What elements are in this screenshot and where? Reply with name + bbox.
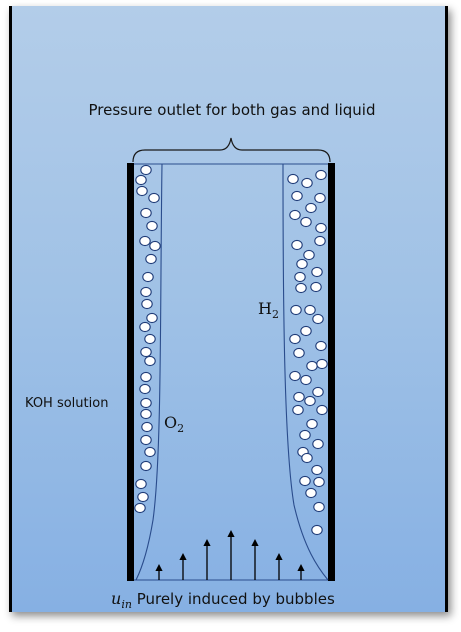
h2-bubble — [311, 524, 323, 536]
o2-bubble — [137, 491, 149, 503]
h2-bubble — [311, 464, 323, 476]
o2-bubble — [134, 502, 146, 514]
h2-bubble — [316, 358, 328, 370]
o2-bubble — [141, 421, 153, 433]
o2-bubble — [140, 207, 152, 219]
h2-label: H2 — [258, 299, 279, 321]
o2-bubble — [146, 312, 158, 324]
o2-plume-boundary — [135, 163, 163, 581]
o2-bubble — [145, 253, 157, 265]
h2-bubble — [312, 438, 324, 450]
h2-bubble — [305, 202, 317, 214]
h2-bubble — [300, 216, 312, 228]
o2-bubble — [140, 434, 152, 446]
outlet-brace — [132, 137, 331, 163]
h2-bubble — [300, 374, 312, 386]
h2-bubble — [301, 452, 313, 464]
o2-bubble — [135, 174, 147, 186]
h2-bubble — [289, 333, 301, 345]
o2-bubble — [149, 240, 161, 252]
h2-bubble — [314, 192, 326, 204]
o2-bubble — [142, 271, 154, 283]
o2-bubble — [139, 321, 151, 333]
outlet-label: Pressure outlet for both gas and liquid — [88, 101, 375, 119]
h2-bubble — [312, 386, 324, 398]
o2-bubble — [148, 192, 160, 204]
left-electrode — [127, 163, 134, 581]
h2-bubble — [315, 169, 327, 181]
o2-bubble — [140, 286, 152, 298]
o2-bubble — [140, 397, 152, 409]
inlet-label: uin Purely induced by bubbles — [111, 589, 335, 611]
h2-bubble — [312, 313, 324, 325]
h2-bubble — [305, 487, 317, 499]
h2-bubble — [299, 475, 311, 487]
h2-bubble — [289, 370, 301, 382]
h2-bubble — [303, 249, 315, 261]
o2-bubble — [144, 333, 156, 345]
h2-bubble — [289, 209, 301, 221]
h2-plume-boundary — [282, 163, 329, 581]
h2-bubble — [314, 235, 326, 247]
inlet-arrow-head — [227, 530, 235, 537]
o2-bubble — [140, 460, 152, 472]
h2-bubble — [296, 258, 308, 270]
h2-bubble — [291, 239, 303, 251]
h2-bubble — [300, 325, 312, 337]
o2-bubble — [140, 164, 152, 176]
h2-bubble — [301, 177, 313, 189]
o2-bubble — [141, 298, 153, 310]
o2-bubble — [136, 185, 148, 197]
h2-bubble — [292, 404, 304, 416]
h2-bubble — [299, 429, 311, 441]
right-electrode — [328, 163, 335, 581]
o2-bubble — [140, 346, 152, 358]
o2-bubble — [135, 478, 147, 490]
inlet-arrow-head — [275, 553, 283, 560]
h2-bubble — [293, 391, 305, 403]
o2-label: O2 — [164, 413, 184, 435]
h2-bubble — [311, 266, 323, 278]
o2-bubble — [140, 408, 152, 420]
h2-bubble — [315, 340, 327, 352]
o2-bubble — [139, 383, 151, 395]
o2-bubbles — [134, 164, 161, 514]
h2-bubble — [294, 271, 306, 283]
inlet-arrow-head — [155, 564, 163, 571]
inlet-arrow-head — [297, 564, 305, 571]
h2-bubble — [287, 173, 299, 185]
h2-bubble — [291, 190, 303, 202]
inlet-arrow-head — [203, 539, 211, 546]
h2-bubbles — [287, 169, 328, 536]
h2-bubble — [290, 304, 302, 316]
h2-bubble — [304, 304, 316, 316]
inlet-arrows — [155, 530, 305, 580]
diagram-frame — [9, 6, 448, 612]
h2-bubble — [313, 476, 325, 488]
h2-bubble — [306, 418, 318, 430]
o2-bubble — [144, 355, 156, 367]
o2-bubble — [140, 371, 152, 383]
koh-solution-label: KOH solution — [25, 396, 108, 411]
inlet-arrow-head — [251, 539, 259, 546]
o2-bubble — [146, 220, 158, 232]
h2-bubble — [306, 360, 318, 372]
o2-bubble — [144, 446, 156, 458]
h2-bubble — [304, 395, 316, 407]
inlet-arrow-head — [179, 553, 187, 560]
h2-bubble — [293, 347, 305, 359]
h2-bubble — [295, 282, 307, 294]
o2-bubble — [139, 235, 151, 247]
h2-bubble — [315, 222, 327, 234]
h2-bubble — [313, 501, 325, 513]
h2-bubble — [316, 404, 328, 416]
h2-bubble — [310, 281, 322, 293]
